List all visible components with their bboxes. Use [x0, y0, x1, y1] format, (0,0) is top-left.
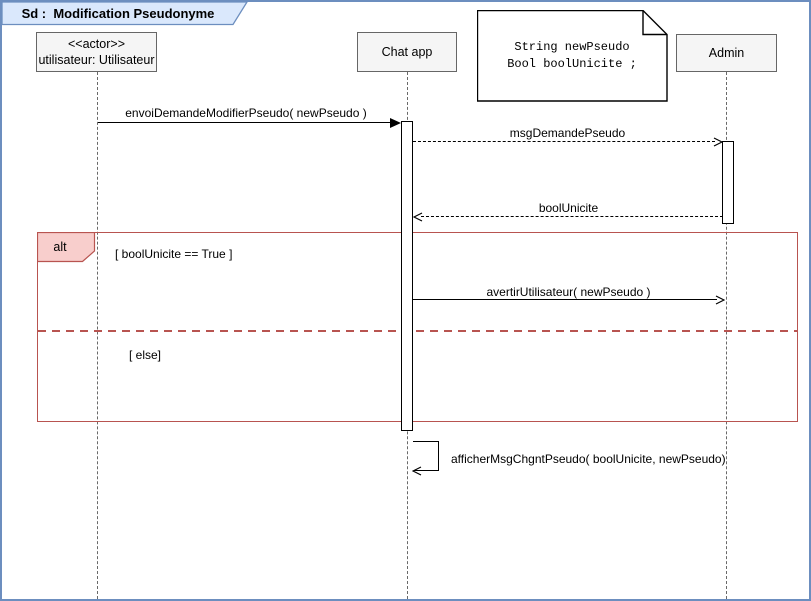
message-line [413, 299, 717, 300]
participant-box-utilisateur[interactable]: <<actor>> utilisateur: Utilisateur [36, 32, 157, 72]
alt-divider [38, 330, 797, 332]
message-label-avertir[interactable]: avertirUtilisateur( newPseudo ) [486, 285, 651, 299]
alt-guard-else: [ else] [129, 348, 162, 362]
diagram-title-tab[interactable] [2, 2, 249, 26]
self-message-line [413, 441, 439, 442]
participant-box-admin[interactable]: Admin [676, 34, 777, 72]
participant-box-chat-app[interactable]: Chat app [357, 32, 457, 72]
self-message-line [438, 441, 439, 471]
lifeline-admin[interactable] [726, 72, 727, 599]
participant-name: utilisateur: Utilisateur [38, 53, 155, 67]
alt-guard-true: [ boolUnicite == True ] [115, 247, 233, 261]
participant-name: Admin [708, 46, 745, 60]
note-shape[interactable] [477, 10, 668, 102]
message-label-bool-unicite[interactable]: boolUnicite [538, 201, 599, 215]
diagram-title: Sd : Modification Pseudonyme [21, 5, 215, 21]
arrowhead-filled-icon [390, 118, 401, 128]
arrowhead-open-icon [412, 466, 422, 476]
message-line [421, 216, 723, 217]
lifeline-utilisateur[interactable] [97, 72, 98, 599]
self-message-line [414, 470, 439, 471]
participant-stereotype: <<actor>> [68, 37, 125, 51]
message-line [98, 122, 391, 123]
activation-admin[interactable] [722, 141, 734, 224]
arrowhead-open-icon [413, 212, 423, 222]
arrowhead-open-icon [715, 295, 725, 305]
alt-operator-label: alt [53, 239, 67, 254]
message-label-envoi-demande[interactable]: envoiDemandeModifierPseudo( newPseudo ) [125, 106, 367, 120]
message-line [413, 141, 715, 142]
note-text: String newPseudo Bool boolUnicite ; [477, 10, 667, 101]
note-line: Bool boolUnicite ; [507, 56, 637, 71]
message-label-afficher[interactable]: afficherMsgChgntPseudo( boolUnicite, new… [451, 452, 726, 466]
alt-fragment-frame[interactable] [37, 232, 798, 422]
message-label-msg-demande[interactable]: msgDemandePseudo [509, 126, 626, 140]
alt-operator-pentagon[interactable] [37, 232, 96, 263]
note-line: String newPseudo [514, 39, 630, 54]
arrowhead-open-icon [713, 137, 723, 147]
participant-name: Chat app [381, 45, 433, 59]
activation-chat-app[interactable] [401, 121, 413, 431]
